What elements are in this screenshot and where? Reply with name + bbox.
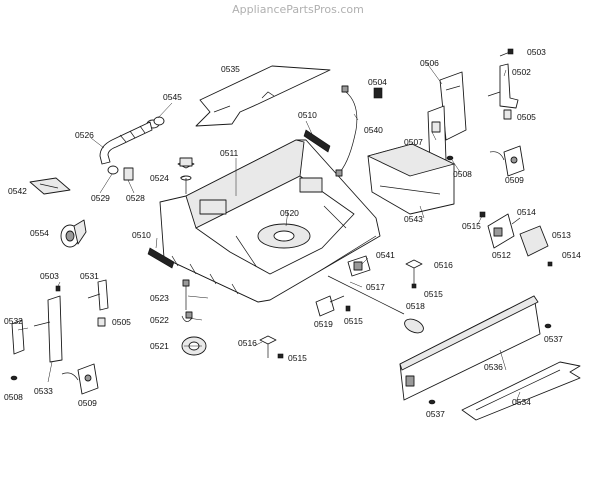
part-0526-hose[interactable]	[99, 121, 153, 165]
part-0515-screw-c[interactable]	[345, 305, 351, 312]
label-0510-left: 0510	[132, 230, 151, 240]
label-0503-top: 0503	[527, 47, 546, 57]
part-0541-sensor[interactable]	[347, 255, 371, 277]
part-0508-screw-left[interactable]	[10, 375, 18, 381]
part-0505-clip-top[interactable]	[503, 109, 512, 120]
part-0511-base[interactable]	[159, 139, 381, 303]
part-0509-latch-left[interactable]	[61, 363, 99, 395]
part-0504-clip[interactable]	[373, 87, 383, 99]
label-0516-a: 0516	[434, 260, 453, 270]
label-0541: 0541	[376, 250, 395, 260]
part-0537-screw-a[interactable]	[544, 323, 552, 329]
part-0512-housing[interactable]	[487, 213, 515, 249]
label-0518: 0518	[406, 301, 425, 311]
label-0504: 0504	[368, 77, 387, 87]
part-0537-screw-b[interactable]	[428, 399, 436, 405]
part-0517-rod[interactable]	[327, 275, 405, 315]
part-0529-ring[interactable]	[107, 165, 119, 175]
label-0520: 0520	[280, 208, 299, 218]
leader-lines	[17, 61, 521, 403]
part-0514-screw-a[interactable]	[511, 217, 521, 225]
part-0534-plate[interactable]	[461, 361, 581, 421]
part-0532-cover[interactable]	[11, 319, 25, 355]
label-0515-c: 0515	[344, 316, 363, 326]
label-0505-top: 0505	[517, 112, 536, 122]
label-0521: 0521	[150, 341, 169, 351]
part-0514-screw-b[interactable]	[547, 261, 553, 267]
part-labels: 0535 0545 0526 0529 0528 0542 0554 0524 …	[4, 47, 581, 419]
part-0535-panel[interactable]	[195, 65, 331, 127]
part-0503-screw-top[interactable]	[499, 48, 514, 57]
label-0533: 0533	[34, 386, 53, 396]
watermark: AppliancePartsPros.com	[232, 3, 364, 16]
label-0545: 0545	[163, 92, 182, 102]
label-0532: 0532	[4, 316, 23, 326]
label-0502: 0502	[512, 67, 531, 77]
part-0516-screw-b[interactable]	[259, 335, 277, 358]
label-0503-left: 0503	[40, 271, 59, 281]
part-0536-front-panel[interactable]	[399, 295, 541, 401]
label-0509-left: 0509	[78, 398, 97, 408]
label-0529: 0529	[91, 193, 110, 203]
label-0509-right: 0509	[505, 175, 524, 185]
label-0512: 0512	[492, 250, 511, 260]
part-0513-button[interactable]	[519, 225, 549, 257]
label-0519: 0519	[314, 319, 333, 329]
part-0519-valve[interactable]	[315, 295, 345, 317]
part-0518-float[interactable]	[402, 316, 425, 335]
part-0531-bracket[interactable]	[87, 279, 109, 311]
part-0523-shaft[interactable]	[182, 279, 190, 310]
label-0513: 0513	[552, 230, 571, 240]
label-0506: 0506	[420, 58, 439, 68]
part-0515-screw-b[interactable]	[411, 283, 417, 289]
label-0523: 0523	[150, 293, 169, 303]
part-0554-pump[interactable]	[60, 219, 87, 248]
part-0510-rail-top[interactable]	[303, 129, 331, 153]
part-0510-rail-left[interactable]	[147, 247, 175, 269]
label-0543: 0543	[404, 214, 423, 224]
label-0516-b: 0516	[238, 338, 257, 348]
label-0535: 0535	[221, 64, 240, 74]
label-0526: 0526	[75, 130, 94, 140]
label-0524: 0524	[150, 173, 169, 183]
label-0537-b: 0537	[426, 409, 445, 419]
label-0507: 0507	[404, 137, 423, 147]
part-0515-screw-a[interactable]	[479, 211, 486, 218]
label-0540: 0540	[364, 125, 383, 135]
label-0531: 0531	[80, 271, 99, 281]
part-0540-wire[interactable]	[335, 85, 358, 177]
label-0511: 0511	[220, 148, 239, 158]
label-0514-a: 0514	[517, 207, 536, 217]
label-0514-b: 0514	[562, 250, 581, 260]
part-0505-clip-left[interactable]	[97, 317, 106, 327]
label-0515-b: 0515	[424, 289, 443, 299]
label-0508-right: 0508	[453, 169, 472, 179]
part-0522-clip[interactable]	[181, 311, 193, 322]
part-0516-screw-a[interactable]	[405, 259, 423, 284]
part-0509-latch-right[interactable]	[489, 145, 525, 177]
label-0508-left: 0508	[4, 392, 23, 402]
part-0503-screw-left[interactable]	[55, 285, 61, 292]
part-0515-screw-d[interactable]	[277, 353, 284, 359]
part-0533-hinge[interactable]	[33, 295, 63, 363]
label-0528: 0528	[126, 193, 145, 203]
label-0542: 0542	[8, 186, 27, 196]
label-0515-d: 0515	[288, 353, 307, 363]
label-0554: 0554	[30, 228, 49, 238]
label-0517: 0517	[366, 282, 385, 292]
label-0515-a: 0515	[462, 221, 481, 231]
label-0510-top: 0510	[298, 110, 317, 120]
part-0508-screw-right[interactable]	[446, 155, 454, 161]
label-0537-a: 0537	[544, 334, 563, 344]
part-0543-cover[interactable]	[367, 143, 455, 215]
part-0542-plate[interactable]	[29, 177, 71, 195]
label-0534: 0534	[512, 397, 531, 407]
label-0505-left: 0505	[112, 317, 131, 327]
label-0536: 0536	[484, 362, 503, 372]
part-0528-clip[interactable]	[123, 167, 134, 181]
label-0522: 0522	[150, 315, 169, 325]
